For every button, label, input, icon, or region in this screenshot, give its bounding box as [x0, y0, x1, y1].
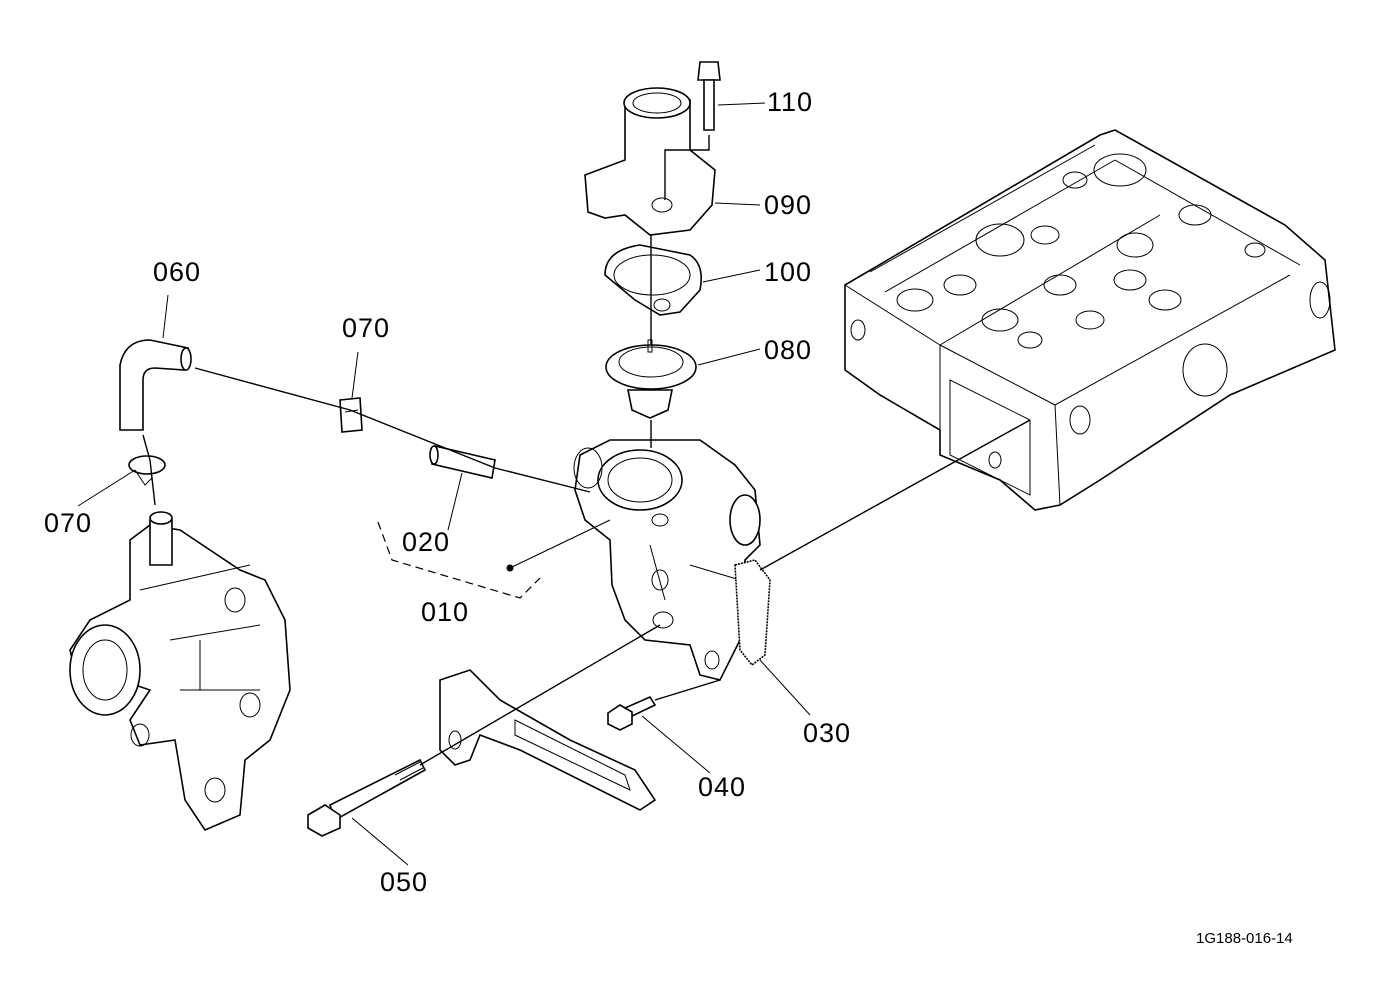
bolt-110-drawing [697, 61, 721, 131]
pipe-020-drawing [429, 445, 496, 479]
part-labels: 110 090 100 080 060 070 070 020 010 030 … [44, 87, 851, 897]
label-070-upper: 070 [342, 313, 390, 343]
gasket-100-drawing [604, 244, 703, 316]
drawing-code: 1G188-016-14 [1196, 930, 1293, 947]
label-070-lower: 070 [44, 508, 92, 538]
cylinder-head-drawing [844, 129, 1336, 511]
bracket-drawing [439, 669, 657, 811]
hose-060-drawing [119, 339, 192, 431]
water-flange-090-drawing [584, 87, 716, 236]
label-060: 060 [153, 257, 201, 287]
label-080: 080 [764, 335, 812, 365]
thermostat-080-drawing [605, 339, 697, 419]
label-110: 110 [767, 87, 813, 117]
label-050: 050 [380, 867, 428, 897]
label-030: 030 [803, 718, 851, 748]
clamp-070-lower-drawing [128, 455, 166, 486]
leader-lines [77, 102, 811, 866]
water-pump-drawing [69, 511, 291, 831]
label-100: 100 [764, 257, 812, 287]
thermostat-housing-drawing [573, 439, 761, 681]
bolt-040-drawing [607, 695, 657, 731]
clamp-070-upper-drawing [339, 397, 363, 433]
label-090: 090 [764, 190, 812, 220]
gasket-drawing [734, 559, 771, 667]
label-020: 020 [402, 527, 450, 557]
bolt-050-drawing [307, 758, 427, 837]
label-040: 040 [698, 772, 746, 802]
assembly-010-bracket [377, 521, 541, 599]
assembly-lines [142, 135, 1031, 766]
label-010: 010 [421, 597, 469, 627]
